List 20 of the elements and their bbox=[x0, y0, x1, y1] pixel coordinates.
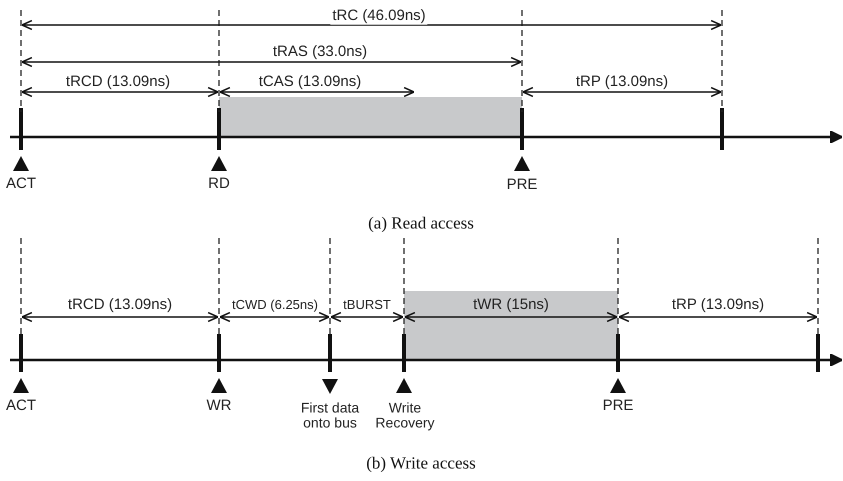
event-label: ACT bbox=[6, 176, 36, 192]
duration-label: tWR (15ns) bbox=[472, 296, 550, 314]
caption: (a) Read access bbox=[368, 214, 474, 234]
duration-label: tRP (13.09ns) bbox=[670, 296, 766, 314]
event-label: RD bbox=[208, 176, 230, 192]
duration-label: tRAS (33.0ns) bbox=[270, 44, 370, 60]
event-label: ACT bbox=[6, 398, 36, 414]
event-label: PRE bbox=[506, 176, 538, 194]
event-label: WR bbox=[206, 398, 232, 414]
duration-label: tRCD (13.09ns) bbox=[64, 74, 172, 90]
duration-label: tRC (46.09ns) bbox=[330, 8, 428, 24]
event-label: First data onto bus bbox=[300, 400, 360, 432]
duration-label: tBURST bbox=[341, 298, 393, 312]
duration-label: tRCD (13.09ns) bbox=[66, 296, 174, 314]
event-label: Write Recovery bbox=[374, 400, 436, 432]
duration-label: tCAS (13.09ns) bbox=[258, 74, 362, 90]
caption: (b) Write access bbox=[366, 454, 476, 474]
duration-label: tRP (13.09ns) bbox=[574, 74, 670, 90]
event-label: PRE bbox=[602, 398, 634, 414]
duration-label: tCWD (6.25ns) bbox=[230, 298, 320, 312]
